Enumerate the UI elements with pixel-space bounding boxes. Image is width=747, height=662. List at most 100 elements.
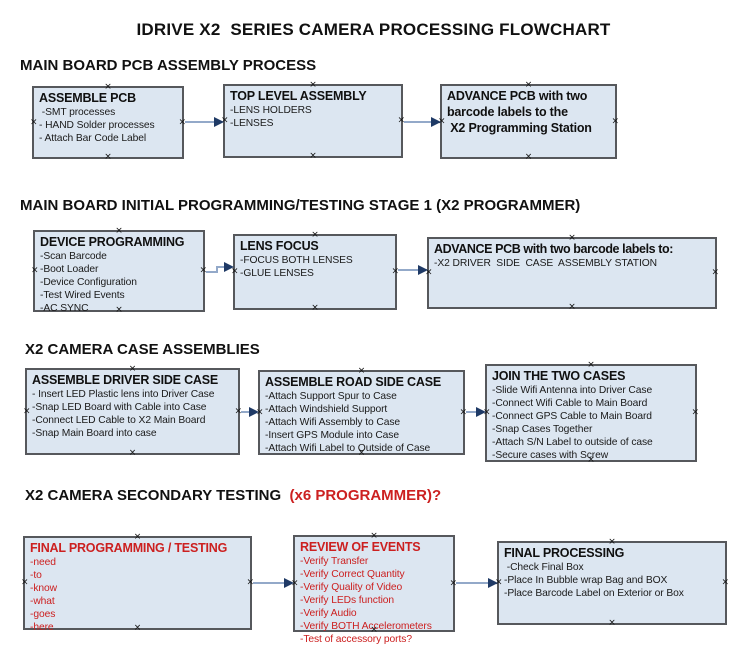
section-heading-case-assemblies: X2 CAMERA CASE ASSEMBLIES	[25, 341, 260, 358]
flow-arrow	[206, 266, 226, 273]
box-item: - Attach Bar Code Label	[39, 133, 147, 144]
box-items: -Verify Transfer -Verify Correct Quantity…	[300, 555, 449, 646]
box-title: ASSEMBLE DRIVER SIDE CASE	[32, 373, 219, 387]
box-item: -Place In Bubble wrap Bag and BOX	[504, 575, 668, 586]
box-item: -Attach Windshield Support	[265, 404, 388, 415]
box-item: -LENS HOLDERS	[230, 105, 312, 116]
box-item: -Test of accessory ports?	[300, 634, 412, 645]
section-heading-red-suffix: (x6 PROGRAMMER)?	[285, 487, 442, 504]
flow-box-assemble-driver-side-case: ASSEMBLE DRIVER SIDE CASE - Insert LED P…	[23, 365, 242, 458]
box-item: -Verify LEDs function	[300, 595, 395, 606]
box-item: -SMT processes	[39, 107, 116, 118]
box-title: FINAL PROCESSING	[504, 546, 625, 560]
connection-anchor-icon: ×	[691, 407, 699, 418]
box-items: -Check Final Box-Place In Bubble wrap Ba…	[504, 561, 721, 600]
box-title: ADVANCE PCB with two barcode labels to:	[434, 242, 674, 256]
connection-anchor-icon: ×	[391, 266, 399, 277]
connection-anchor-icon: ×	[495, 577, 503, 588]
box-item: -Secure cases with Screw	[492, 450, 609, 461]
flow-box-top-level-assembly: TOP LEVEL ASSEMBLY -LENS HOLDERS-LENSES …	[221, 81, 405, 161]
box-item: -LENSES	[230, 118, 274, 129]
connection-anchor-icon: ×	[21, 577, 29, 588]
box-item: -Attach Wifi Label to Outside of Case	[265, 443, 431, 454]
connection-anchor-icon: ×	[524, 152, 533, 162]
connection-anchor-icon: ×	[568, 302, 576, 312]
flow-box-lens-focus: LENS FOCUS -FOCUS BOTH LENSES -GLUE LENSE…	[231, 231, 399, 313]
box-item: -need	[30, 557, 56, 568]
box-item: -Connect LED Cable to X2 Main Board	[32, 415, 206, 426]
box-item: -Verify Quality of Video	[300, 582, 403, 593]
box-item: -Snap LED Board with Cable into Case	[32, 402, 207, 413]
connection-anchor-icon: ×	[611, 116, 619, 126]
box-title: DEVICE PROGRAMMING	[40, 235, 185, 249]
box-title: TOP LEVEL ASSEMBLY	[230, 89, 367, 103]
box-item: -Verify Audio	[300, 608, 357, 619]
section-heading-initial-programming: MAIN BOARD INITIAL PROGRAMMING/TESTING S…	[20, 197, 581, 214]
connection-anchor-icon: ×	[231, 266, 239, 277]
box-title: ADVANCE PCB with two barcode labels to t…	[447, 89, 592, 135]
box-item: -Slide Wifi Antenna into Driver Case	[492, 385, 653, 396]
box-items: -need-to-know-what-goes-here	[30, 556, 246, 634]
box-item: -Verify Correct Quantity	[300, 569, 405, 580]
box-item: -here	[30, 622, 54, 633]
box-item: -Attach Wifi Assembly to Case	[265, 417, 401, 428]
connection-anchor-icon: ×	[30, 117, 38, 127]
box-item: -Device Configuration	[40, 277, 137, 288]
box-title: FINAL PROGRAMMING / TESTING	[30, 541, 228, 555]
box-items: -Attach Support Spur to Case -Attach Wind…	[265, 390, 459, 455]
box-item: -FOCUS BOTH LENSES	[240, 255, 353, 266]
connection-anchor-icon: ×	[711, 267, 719, 278]
box-item: -Connect Wifi Cable to Main Board	[492, 398, 648, 409]
box-items: -Slide Wifi Antenna into Driver Case -Con…	[492, 384, 691, 462]
box-item: -Verify BOTH Accelerometers	[300, 621, 432, 632]
box-items: -SMT processes - HAND Solder processes - A…	[39, 106, 178, 145]
box-item: -Snap Main Board into case	[32, 428, 157, 439]
box-item: -Snap Cases Together	[492, 424, 593, 435]
section-heading-pcb-assembly: MAIN BOARD PCB ASSEMBLY PROCESS	[20, 57, 317, 74]
box-item: -Verify Transfer	[300, 556, 369, 567]
flow-box-advance-pcb-programming-station: ADVANCE PCB with two barcode labels to t…	[438, 81, 619, 162]
section-heading-secondary-testing: X2 CAMERA SECONDARY TESTING (x6 PROGRAMM…	[25, 487, 442, 504]
box-item: -Scan Barcode	[40, 251, 107, 262]
box-title: LENS FOCUS	[240, 239, 319, 253]
connection-anchor-icon: ×	[459, 407, 467, 417]
box-items: - Insert LED Plastic lens into Driver Ca…	[32, 388, 234, 440]
box-item: -Attach Support Spur to Case	[265, 391, 397, 402]
box-item: -Connect GPS Cable to Main Board	[492, 411, 652, 422]
connection-anchor-icon: ×	[128, 448, 137, 458]
box-items: -X2 DRIVER SIDE CASE ASSEMBLY STATION	[434, 257, 711, 270]
flow-box-device-programming: DEVICE PROGRAMMING -Scan Barcode-Boot Lo…	[31, 227, 207, 315]
box-item: -goes	[30, 609, 56, 620]
box-item: -what	[30, 596, 55, 607]
flow-box-review-of-events: REVIEW OF EVENTS -Verify Transfer-Verify…	[291, 532, 457, 646]
box-item: -X2 DRIVER SIDE CASE ASSEMBLY STATION	[434, 258, 657, 269]
connection-anchor-icon: ×	[23, 406, 31, 416]
connection-anchor-icon: ×	[483, 407, 491, 418]
box-item: -Place Barcode Label on Exterior or Box	[504, 588, 684, 599]
box-title: ASSEMBLE PCB	[39, 91, 136, 105]
flow-box-assemble-road-side-case: ASSEMBLE ROAD SIDE CASE -Attach Support …	[256, 367, 467, 458]
box-item: - HAND Solder processes	[39, 120, 155, 131]
box-item: -GLUE LENSES	[240, 268, 314, 279]
flow-box-advance-pcb-driver-side: ADVANCE PCB with two barcode labels to: …	[425, 234, 719, 312]
connection-anchor-icon: ×	[309, 151, 317, 161]
connection-anchor-icon: ×	[199, 265, 207, 276]
box-items: -FOCUS BOTH LENSES -GLUE LENSES	[240, 254, 391, 280]
connection-anchor-icon: ×	[234, 406, 242, 416]
box-title: ASSEMBLE ROAD SIDE CASE	[265, 375, 441, 389]
box-item: -AC SYNC	[40, 303, 89, 314]
connection-anchor-icon: ×	[256, 407, 264, 417]
box-item: -Insert GPS Module into Case	[265, 430, 399, 441]
box-title: JOIN THE TWO CASES	[492, 369, 626, 383]
connection-anchor-icon: ×	[31, 265, 39, 276]
connection-anchor-icon: ×	[311, 303, 319, 313]
box-items: -Scan Barcode-Boot Loader-Device Configu…	[40, 250, 199, 315]
connection-anchor-icon: ×	[397, 115, 405, 126]
box-items: -LENS HOLDERS -LENSES	[230, 104, 397, 130]
connection-anchor-icon: ×	[221, 115, 229, 126]
box-item: - Insert LED Plastic lens into Driver Ca…	[32, 389, 215, 400]
flow-box-join-the-two-cases: JOIN THE TWO CASES -Slide Wifi Antenna i…	[483, 361, 699, 465]
connection-anchor-icon: ×	[291, 578, 299, 588]
connection-anchor-icon: ×	[438, 116, 446, 126]
